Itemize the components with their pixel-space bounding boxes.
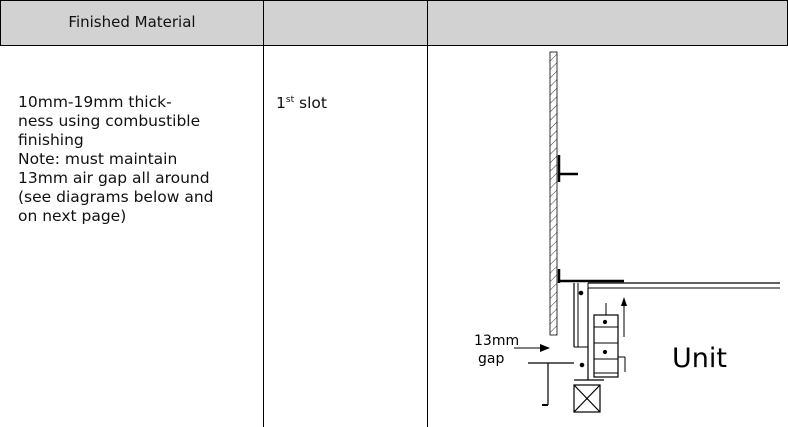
unit-label: Unit: [672, 343, 727, 374]
header-finished-material: Finished Material: [68, 13, 196, 31]
description-line: ness using combustible: [18, 112, 201, 130]
header-cell-finished-material: Finished Material: [0, 0, 264, 46]
description-line: 10mm-19mm thick-: [18, 93, 172, 111]
description-line: Note: must maintain: [18, 150, 178, 168]
slot-suffix: st: [285, 94, 295, 105]
combustible-finish-wall: [549, 51, 558, 336]
header-cell-slot: [263, 0, 428, 46]
slot-number: 1: [276, 94, 286, 112]
header-cell-diagram: [427, 0, 788, 46]
junction-box: [573, 379, 604, 413]
upper-bracket: [557, 155, 578, 182]
gap-arrow: [514, 344, 550, 352]
base-trim: [528, 362, 574, 406]
slot-value: 1st slot: [276, 94, 327, 112]
slot-word: slot: [299, 94, 327, 112]
description-line: (see diagrams below and: [18, 188, 214, 206]
description-line: 13mm air gap all around: [18, 169, 210, 187]
description-line: on next page): [18, 207, 127, 225]
mounting-frame: [557, 269, 624, 368]
airflow-arrow: [621, 297, 627, 337]
unit-body: [587, 282, 780, 380]
gap-label-line1: 13mm: [474, 333, 519, 349]
material-description: 10mm-19mm thick- ness using combustible …: [18, 93, 214, 226]
gap-label-line2: gap: [478, 351, 504, 367]
column-divider: [427, 0, 428, 427]
installation-diagram: 13mm gap Unit: [474, 51, 780, 413]
header-bottom-border: [0, 45, 788, 46]
description-line: finishing: [18, 131, 84, 149]
column-divider: [263, 0, 264, 427]
